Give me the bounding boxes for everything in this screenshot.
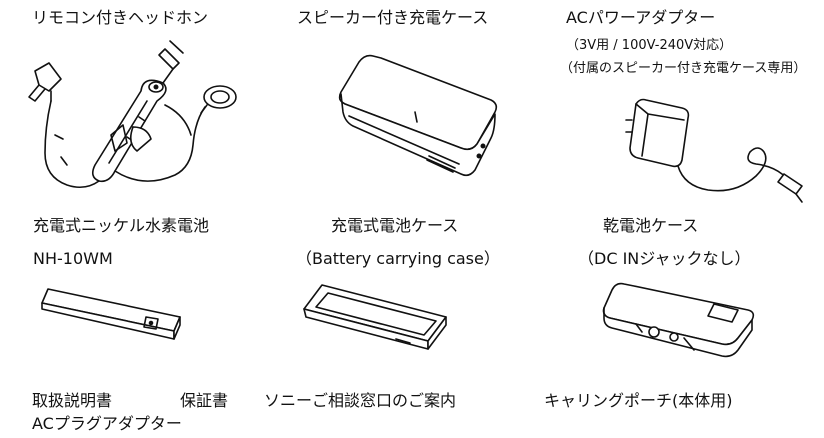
pouch-label: キャリングポーチ(本体用) (544, 391, 733, 410)
battery-case-subtitle: （Battery carrying case） (296, 249, 500, 268)
dry-battery-case-label: 乾電池ケース (603, 216, 699, 235)
ac-plug-adaptor-label: ACプラグアダプター (32, 414, 182, 433)
battery-model-label: NH-10WM (33, 249, 113, 268)
dry-battery-case-subtitle: （DC INジャックなし） (578, 249, 751, 268)
ac-adaptor-label: ACパワーアダプター (566, 8, 716, 27)
speaker-case-label: スピーカー付き充電ケース (297, 8, 489, 27)
battery-illustration (38, 287, 188, 342)
battery-label: 充電式ニッケル水素電池 (33, 216, 210, 235)
ac-adaptor-illustration (625, 90, 806, 205)
ac-adaptor-note-voltage: （3V用 / 100V-240V対応） (566, 38, 733, 53)
dry-battery-case-illustration (598, 280, 758, 360)
headphones-label: リモコン付きヘッドホン (32, 8, 209, 27)
ac-adaptor-note-dedicated: （付属のスピーカー付き充電ケース専用） (560, 61, 807, 76)
warranty-label: 保証書 (180, 391, 229, 410)
manual-label: 取扱説明書 (32, 391, 113, 410)
speaker-case-illustration (335, 52, 505, 187)
battery-case-illustration (300, 283, 450, 351)
sony-contact-label: ソニーご相談窓口のご案内 (264, 391, 457, 410)
battery-case-label: 充電式電池ケース (331, 216, 459, 235)
headphones-illustration (15, 35, 260, 200)
